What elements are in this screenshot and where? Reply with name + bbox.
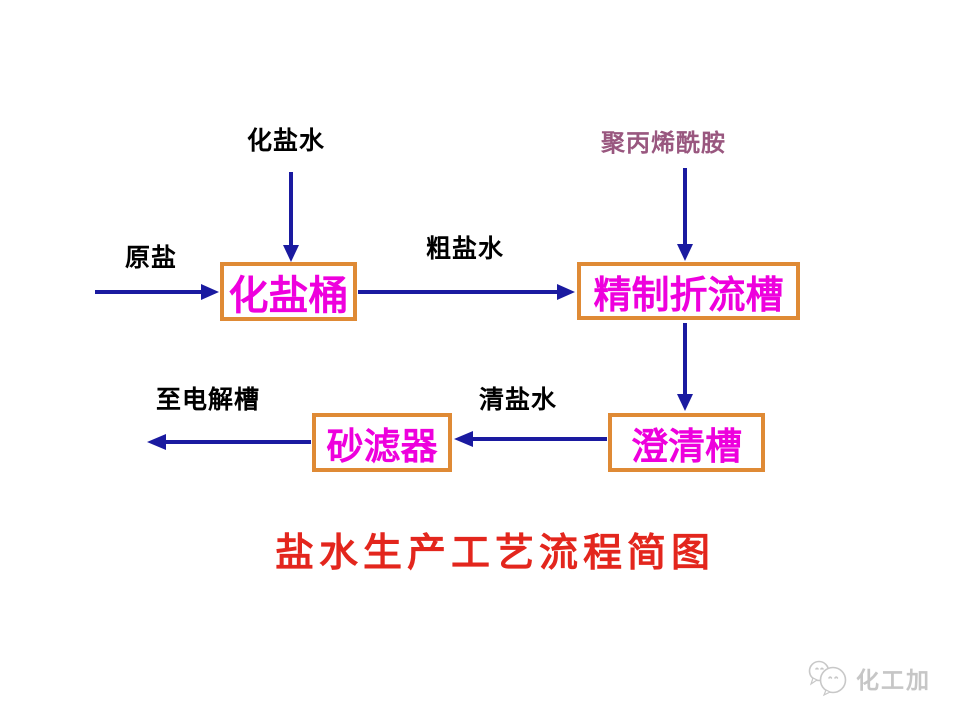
- label-polyacrylamide: 聚丙烯酰胺: [601, 130, 726, 157]
- diagram-title: 盐水生产工艺流程简图: [274, 530, 715, 576]
- node-clarifier: 澄清槽: [608, 413, 765, 472]
- chat-mascot-icon: [808, 660, 847, 697]
- arrow-polyacrylamide: [677, 168, 693, 261]
- label-dissolving-water: 化盐水: [247, 127, 326, 155]
- watermark-brand: 化工加: [806, 658, 931, 698]
- arrow-refine-to-clarifier: [677, 323, 693, 411]
- arrow-raw-salt: [95, 284, 219, 300]
- arrow-crude-brine: [358, 284, 575, 300]
- label-crude-brine: 粗盐水: [426, 235, 505, 263]
- arrow-to-electrolyzer: [147, 434, 311, 450]
- arrow-dissolving-water: [283, 172, 299, 262]
- node-salt-dissolver: 化盐桶: [220, 262, 357, 321]
- node-refining-baffle-tank: 精制折流槽: [577, 262, 800, 320]
- label-to-electrolyzer: 至电解槽: [156, 386, 261, 414]
- node-sand-filter: 砂滤器: [312, 413, 452, 472]
- label-raw-salt: 原盐: [125, 244, 178, 272]
- watermark-text: 化工加: [856, 667, 931, 693]
- label-clear-brine: 清盐水: [479, 386, 558, 414]
- arrow-clear-brine: [454, 431, 607, 447]
